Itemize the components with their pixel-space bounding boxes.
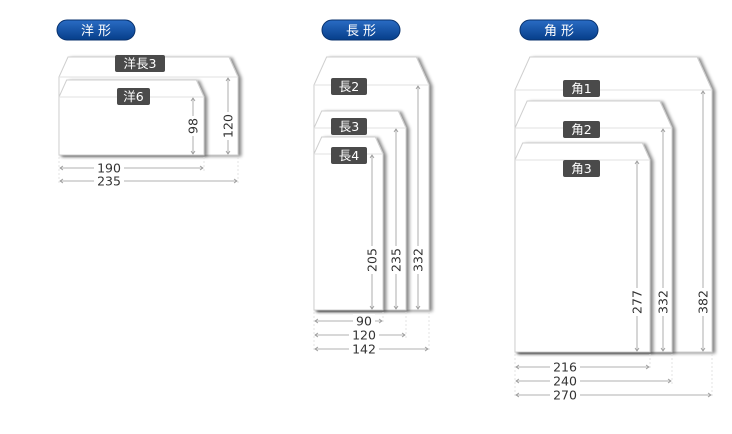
envelope-label-box bbox=[563, 160, 600, 177]
width-value: 142 bbox=[352, 342, 376, 357]
envelope-name: 洋6 bbox=[123, 89, 144, 104]
height-value: 98 bbox=[186, 118, 201, 134]
group-title-pill: 角形 bbox=[519, 19, 599, 41]
height-value: 277 bbox=[630, 290, 645, 314]
height-value: 382 bbox=[696, 290, 711, 314]
envelope-name: 洋長3 bbox=[124, 56, 157, 71]
width-value: 90 bbox=[356, 314, 372, 329]
width-value: 216 bbox=[553, 360, 577, 375]
height-dimension: 277 bbox=[630, 160, 645, 352]
height-value: 205 bbox=[365, 248, 380, 272]
group-title: 角形 bbox=[544, 24, 578, 39]
width-dimension: 270 bbox=[515, 354, 713, 403]
group-title-pill: 長形 bbox=[321, 19, 401, 41]
group-title: 洋形 bbox=[81, 24, 115, 39]
envelope-name: 角1 bbox=[571, 81, 591, 96]
width-dimension: 90 bbox=[314, 312, 384, 329]
height-dimension: 235 bbox=[389, 128, 404, 310]
width-dimension: 240 bbox=[515, 354, 673, 389]
width-dimension: 216 bbox=[515, 354, 651, 375]
envelope-label-box bbox=[117, 88, 150, 105]
envelope-name: 長3 bbox=[339, 119, 359, 134]
envelope: 洋6 98 190 bbox=[58, 79, 205, 176]
height-value: 235 bbox=[389, 248, 404, 272]
width-value: 270 bbox=[553, 388, 577, 403]
width-dimension: 190 bbox=[59, 157, 205, 176]
height-value: 332 bbox=[656, 290, 671, 314]
width-value: 235 bbox=[97, 174, 121, 189]
envelope-label-box bbox=[331, 78, 367, 95]
group-title-pill: 洋形 bbox=[56, 19, 136, 41]
group-title: 長形 bbox=[346, 24, 380, 39]
height-dimension: 382 bbox=[696, 90, 711, 352]
height-value: 332 bbox=[411, 248, 426, 272]
width-dimension: 142 bbox=[314, 312, 430, 357]
height-dimension: 332 bbox=[656, 128, 671, 352]
envelope-name: 角3 bbox=[571, 161, 591, 176]
width-value: 240 bbox=[553, 374, 577, 389]
width-dimension: 120 bbox=[314, 312, 407, 343]
envelope: 長4 205 90 bbox=[313, 136, 384, 329]
height-dimension: 205 bbox=[365, 154, 380, 310]
envelope: 角3 277 216 bbox=[514, 142, 651, 375]
envelope-label-box bbox=[563, 80, 600, 97]
envelope-label-box bbox=[563, 121, 600, 138]
height-dimension: 98 bbox=[186, 97, 201, 155]
width-value: 120 bbox=[352, 328, 376, 343]
envelope-name: 長2 bbox=[339, 79, 359, 94]
envelope-label-box bbox=[115, 55, 165, 72]
envelope-name: 長4 bbox=[339, 148, 360, 163]
width-dimension: 235 bbox=[59, 157, 239, 189]
width-value: 190 bbox=[97, 161, 121, 176]
height-value: 120 bbox=[221, 114, 236, 138]
height-dimension: 120 bbox=[221, 77, 236, 155]
envelope-name: 角2 bbox=[571, 122, 591, 137]
envelope-label-box bbox=[331, 118, 367, 135]
height-dimension: 332 bbox=[411, 85, 426, 310]
envelope-label-box bbox=[331, 147, 367, 164]
